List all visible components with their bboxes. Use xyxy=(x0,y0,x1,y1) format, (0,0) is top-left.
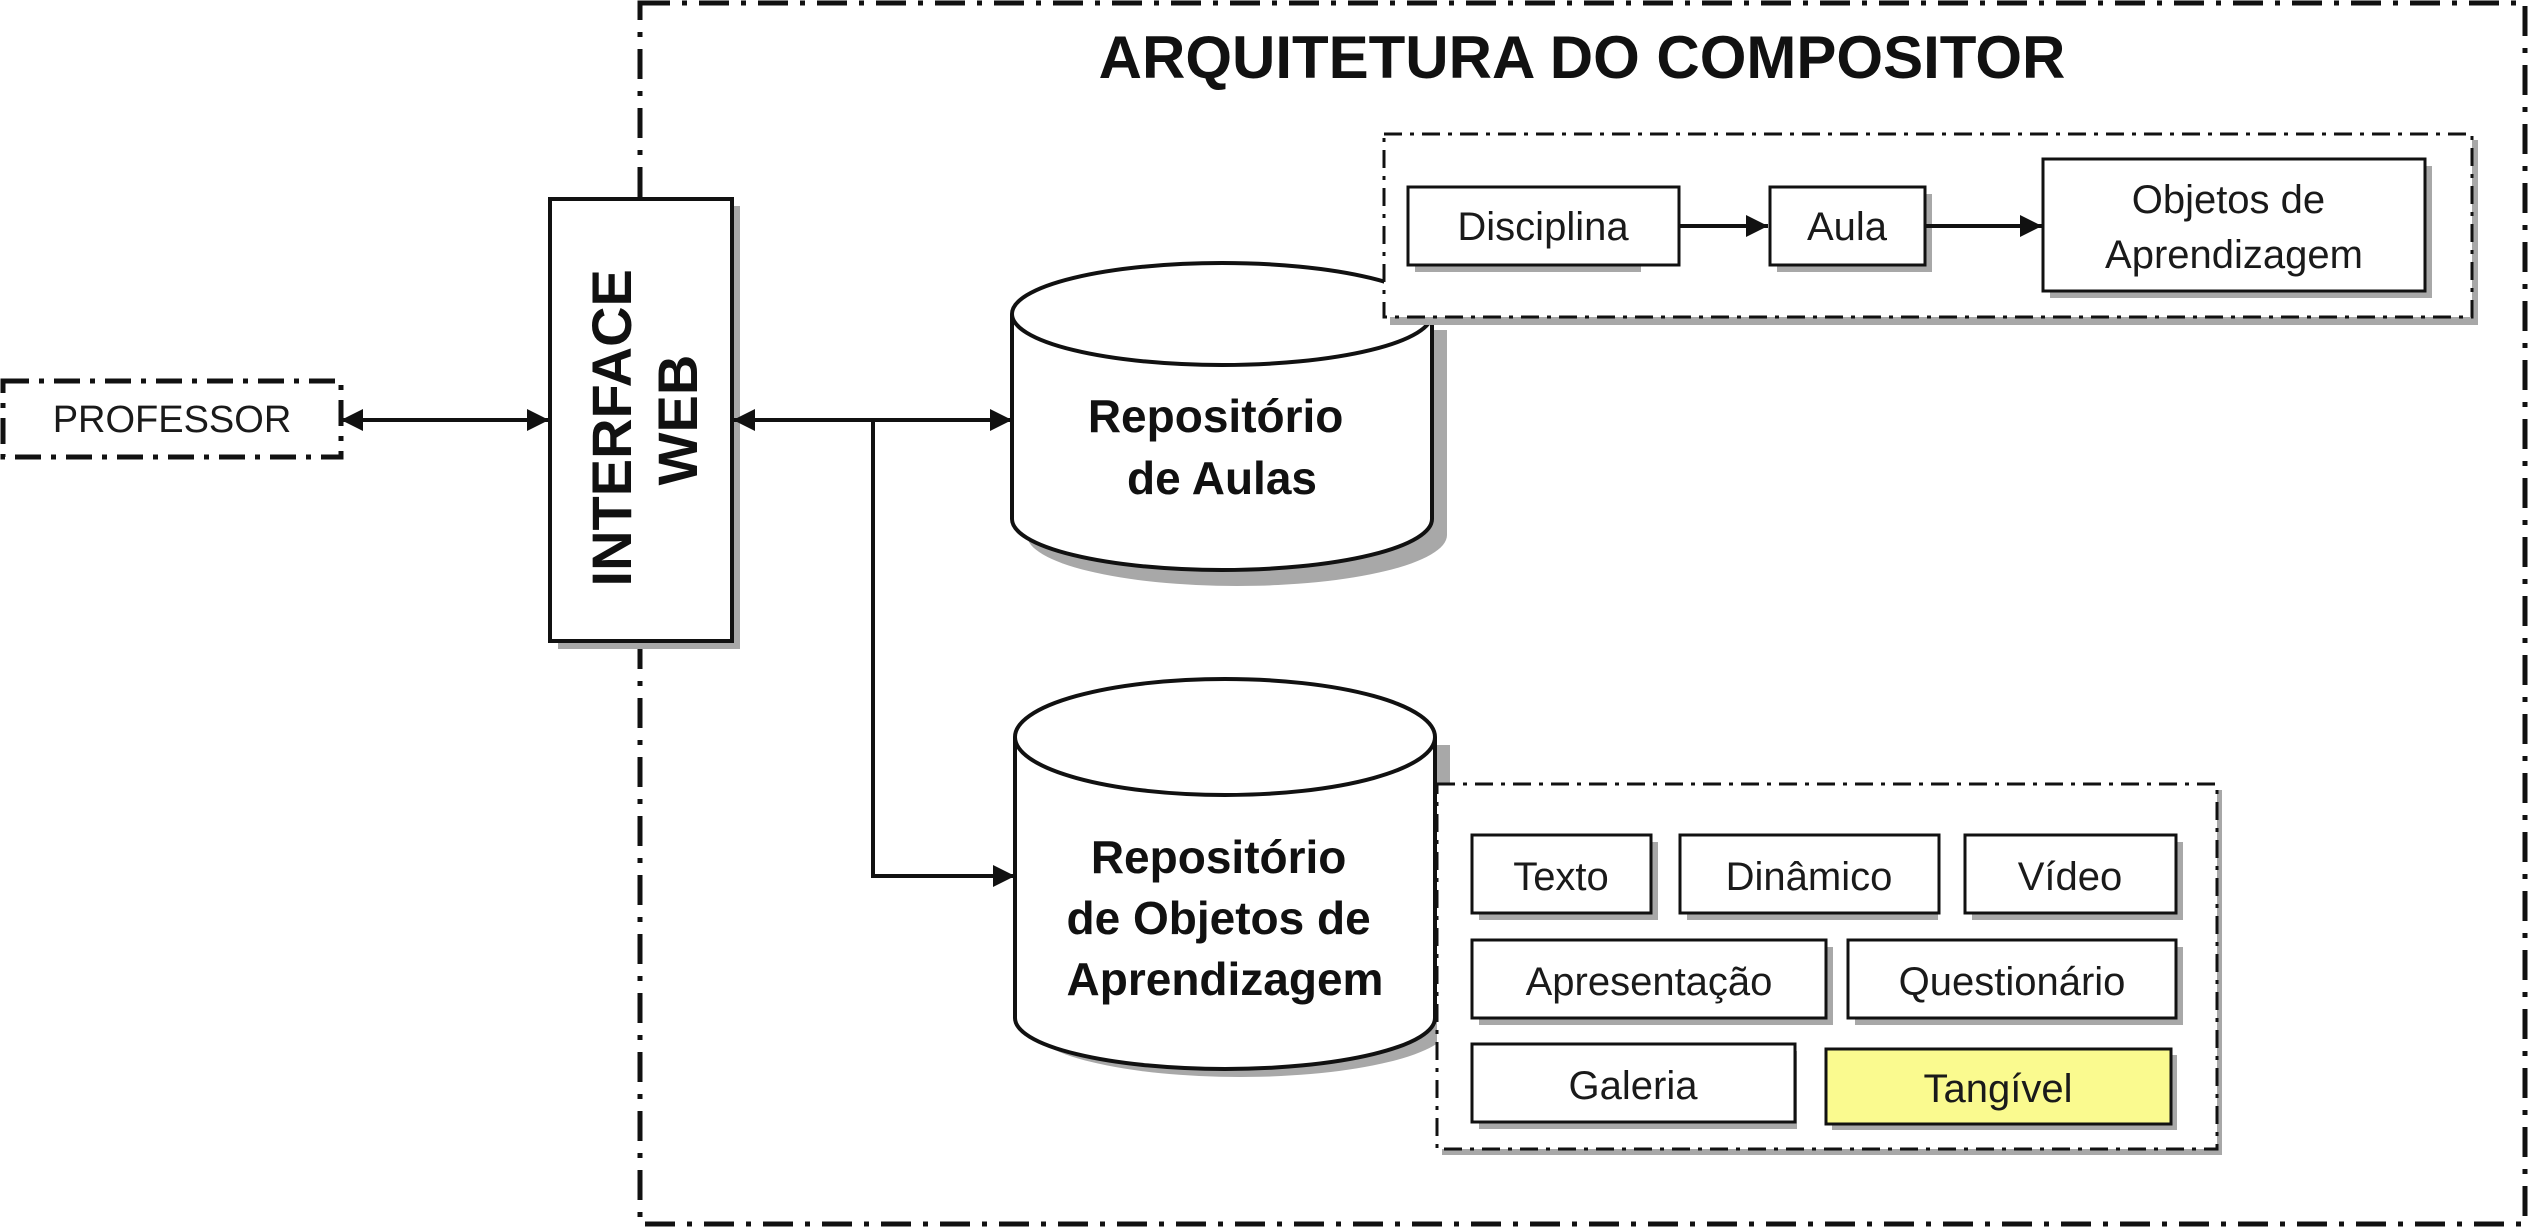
repo-aulas-line1: Repositório xyxy=(1088,390,1344,442)
video-label: Vídeo xyxy=(2018,855,2123,899)
interface-web-box xyxy=(548,197,734,643)
connector-to-repo-objetos xyxy=(871,420,1015,887)
apresentacao-box xyxy=(1470,938,1828,1020)
interface-line1: INTERFACE xyxy=(580,269,643,586)
professor-box xyxy=(0,378,344,460)
repo-objetos-line2: de Objetos de xyxy=(1067,892,1371,944)
repo-aulas-label: Repositório de Aulas xyxy=(1088,390,1356,504)
professor-label: PROFESSOR xyxy=(53,399,292,441)
repo-aulas-line2: de Aulas xyxy=(1127,452,1317,504)
texto-box xyxy=(1470,833,1653,915)
disciplina-box xyxy=(1406,185,1681,267)
repo-aulas-cylinder xyxy=(1010,261,1447,586)
objetos-box xyxy=(2041,157,2427,293)
tangivel-label: Tangível xyxy=(1924,1067,2073,1111)
repo-objetos-line3: Aprendizagem xyxy=(1067,953,1384,1005)
video-box xyxy=(1963,833,2178,915)
apresentacao-label: Apresentação xyxy=(1526,960,1773,1004)
dinamico-box xyxy=(1678,833,1941,915)
aula-label: Aula xyxy=(1807,205,1888,249)
galeria-label: Galeria xyxy=(1569,1064,1699,1108)
repo-objetos-label: Repositório de Objetos de Aprendizagem xyxy=(1067,831,1384,1005)
interface-line2: WEB xyxy=(646,355,709,486)
tangivel-box xyxy=(1824,1047,2173,1126)
diagram-title: ARQUITETURA DO COMPOSITOR xyxy=(1099,24,2066,91)
objetos-label: Objetos de Aprendizagem xyxy=(2105,178,2363,277)
dinamico-label: Dinâmico xyxy=(1726,855,1893,899)
repo-objetos-cylinder xyxy=(1013,677,1450,1077)
disciplina-label: Disciplina xyxy=(1457,205,1629,249)
questionario-box xyxy=(1846,938,2178,1020)
interface-web-label: INTERFACE WEB xyxy=(580,254,709,587)
questionario-label: Questionário xyxy=(1899,960,2126,1004)
repo-objetos-line1: Repositório xyxy=(1091,831,1347,883)
objetos-line2: Aprendizagem xyxy=(2105,233,2363,277)
galeria-box xyxy=(1470,1042,1797,1124)
texto-label: Texto xyxy=(1513,855,1609,899)
aula-box xyxy=(1768,185,1927,267)
objetos-line1: Objetos de xyxy=(2132,178,2325,222)
compositor-boundary xyxy=(637,0,2528,1227)
